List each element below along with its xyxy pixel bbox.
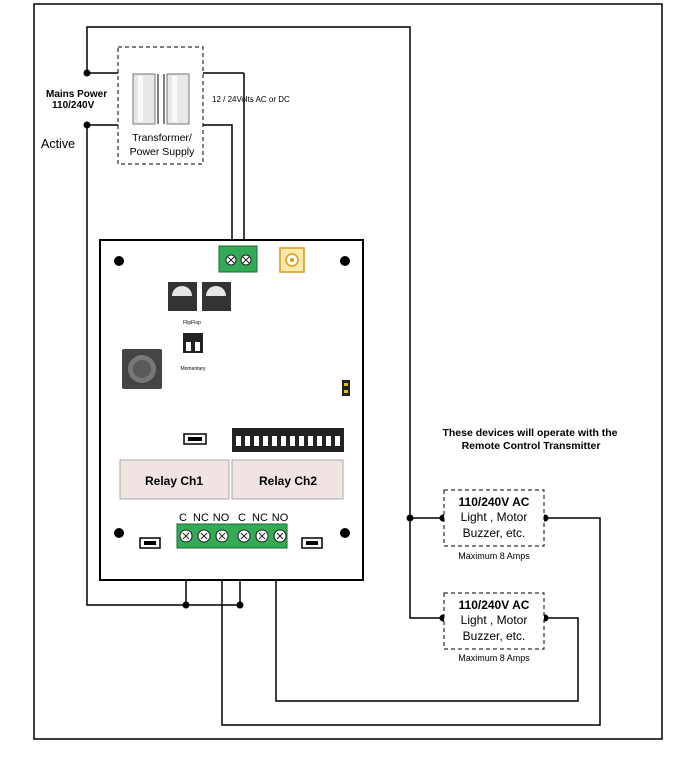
- no-ch1-wire: [221, 517, 601, 726]
- supply-wire-b: [203, 124, 233, 258]
- terminal-screw: [215, 529, 229, 543]
- device2-line1: 110/240V AC: [459, 598, 530, 612]
- mounting-hole: [340, 256, 350, 266]
- device-box-1: 110/240V AC Light , Motor Buzzer, etc. M…: [443, 489, 545, 561]
- flipflop-label: FlipFlop: [183, 320, 201, 326]
- transformer-label-1: Transformer/: [132, 132, 192, 144]
- mains-wire-top: [86, 26, 443, 619]
- junction-dot: [406, 514, 414, 522]
- terminal-label: C: [179, 512, 187, 524]
- dip-switch-slot: [299, 436, 304, 446]
- device2-line3: Buzzer, etc.: [463, 629, 526, 643]
- mounting-hole: [340, 528, 350, 538]
- device-box-2: 110/240V AC Light , Motor Buzzer, etc. M…: [443, 592, 545, 663]
- device1-line2: Light , Motor: [461, 510, 528, 524]
- dip-switch-slot: [317, 436, 322, 446]
- transformer: Transformer/ Power Supply: [117, 46, 204, 165]
- device1-line3: Buzzer, etc.: [463, 526, 526, 540]
- device1-line1: 110/240V AC: [459, 495, 530, 509]
- dip-switch-slots: [236, 436, 340, 446]
- terminal-label: NC: [252, 512, 268, 524]
- devices-note-line1: These devices will operate with the: [442, 427, 617, 439]
- junction-dot: [83, 121, 91, 129]
- junction-dot: [236, 601, 244, 609]
- dip-switch-slot: [254, 436, 259, 446]
- receiver-board: FlipFlop Momentary Relay Ch1 Relay Ch2 C: [99, 239, 364, 581]
- transformer-coil-left: [132, 73, 156, 125]
- device2-rating: Maximum 8 Amps: [458, 653, 530, 663]
- device1-rating: Maximum 8 Amps: [458, 551, 530, 561]
- terminal-screw: [237, 529, 251, 543]
- device2-line2: Light , Motor: [461, 613, 528, 627]
- mains-power-label-1: Mains Power: [46, 89, 107, 100]
- relay-ch1: [119, 459, 230, 500]
- relay-terminal-screws: [179, 529, 287, 543]
- mounting-hole: [114, 528, 124, 538]
- terminal-screw: [273, 529, 287, 543]
- diagram-frame: [33, 3, 663, 740]
- terminal-label: C: [238, 512, 246, 524]
- terminal-label: NO: [272, 512, 289, 524]
- no-ch2-wire: [275, 537, 579, 702]
- relay-ch2-label: Relay Ch2: [259, 474, 317, 488]
- terminal-label: NC: [193, 512, 209, 524]
- mains-power-label-2: 110/240V: [52, 100, 95, 111]
- supply-voltage-label: 12 / 24Volts AC or DC: [212, 95, 290, 104]
- dip-switch-slot: [281, 436, 286, 446]
- dip-switch-slot: [245, 436, 250, 446]
- jumper: [342, 380, 350, 396]
- dip-switch-slot: [263, 436, 268, 446]
- terminal-screw: [179, 529, 193, 543]
- board-outline: [99, 239, 364, 581]
- dip-switch-slot: [308, 436, 313, 446]
- relay-terminal-block: [176, 523, 288, 549]
- mounting-hole: [114, 256, 124, 266]
- terminal-screw: [255, 529, 269, 543]
- momentary-label: Momentary: [180, 366, 206, 372]
- transformer-label-2: Power Supply: [130, 146, 196, 158]
- junction-dot: [83, 69, 91, 77]
- dip-switch-slot: [326, 436, 331, 446]
- dip-switch-slot: [236, 436, 241, 446]
- active-label: Active: [41, 137, 75, 151]
- transformer-coil-right: [166, 73, 190, 125]
- dip-switch-slot: [272, 436, 277, 446]
- terminal-label: NO: [213, 512, 230, 524]
- relay-ch2: [231, 459, 344, 500]
- dip-switch-slot: [335, 436, 340, 446]
- dip-switch-slot: [290, 436, 295, 446]
- junction-dot: [182, 601, 190, 609]
- terminal-screw: [197, 529, 211, 543]
- devices-note-line2: Remote Control Transmitter: [462, 440, 601, 452]
- relay-ch1-label: Relay Ch1: [145, 474, 203, 488]
- address-dip-switch: [232, 428, 344, 452]
